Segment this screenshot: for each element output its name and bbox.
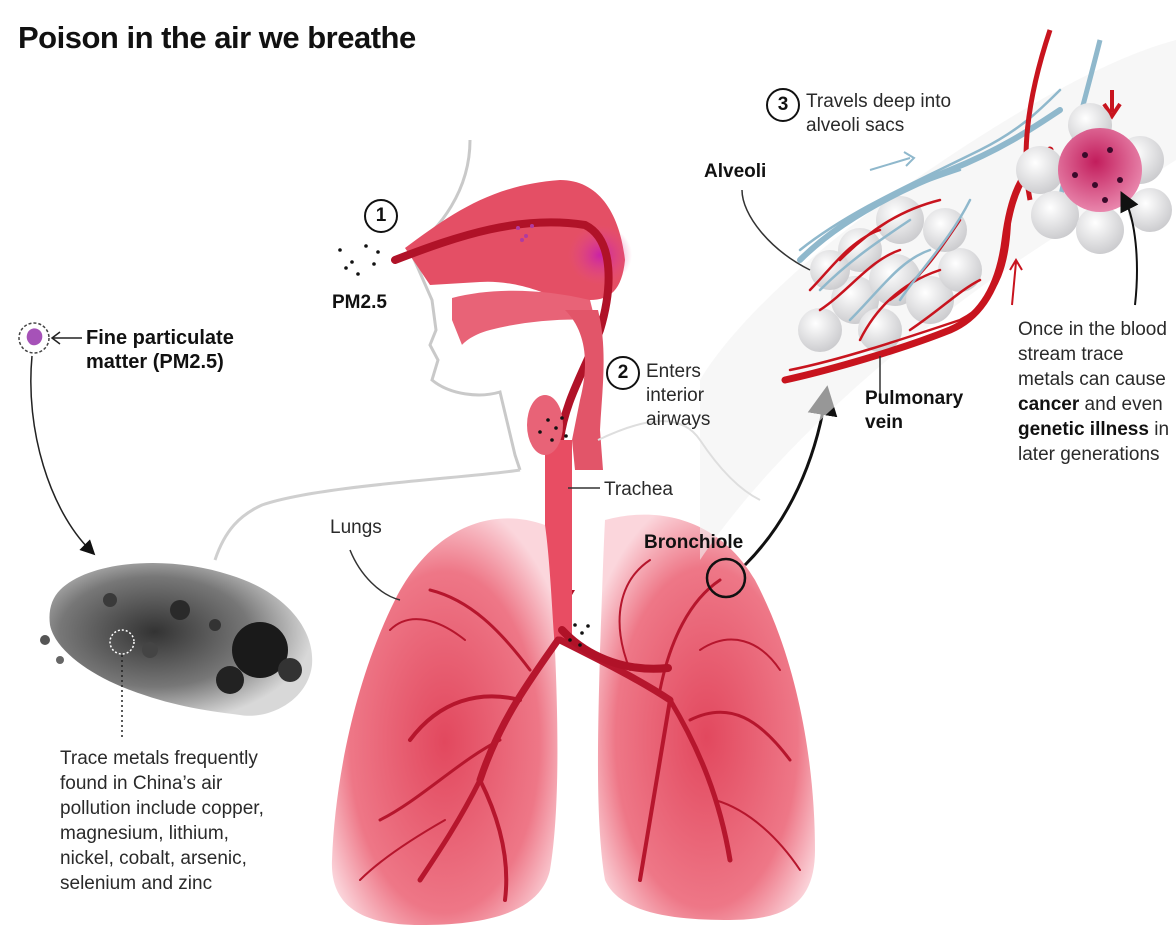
fine-pm-curve — [31, 356, 90, 550]
and-even-text: and even — [1079, 394, 1162, 415]
page-title: Poison in the air we breathe — [18, 20, 416, 56]
blood-line-3: metals can cause — [1018, 367, 1176, 392]
larynx — [527, 395, 563, 455]
pulmonary-vein-line-1: Pulmonary — [865, 387, 963, 411]
trace-metals-line-2: found in China’s air — [60, 771, 264, 796]
trachea-label: Trachea — [604, 478, 673, 502]
fine-pm-icon — [27, 328, 43, 345]
trace-metals-line-1: Trace metals frequently — [60, 746, 264, 771]
genetic-illness-term: genetic illness — [1018, 419, 1149, 440]
left-lung — [332, 518, 558, 925]
blood-line-2: stream trace — [1018, 342, 1176, 367]
lungs-leader — [350, 550, 400, 600]
blood-line-4: cancer and even — [1018, 392, 1176, 417]
pm25-label: PM2.5 — [332, 291, 387, 315]
bronchiole-label: Bronchiole — [644, 531, 743, 555]
flow-arrow-red — [1010, 260, 1022, 305]
trace-metals-text: Trace metals frequently found in China’s… — [60, 746, 264, 896]
fine-pm-label: Fine particulate matter (PM2.5) — [86, 326, 234, 374]
blood-line-5: genetic illness in — [1018, 417, 1176, 442]
fine-pm-line-1: Fine particulate — [86, 326, 234, 350]
step-2-line-1: Enters — [646, 360, 710, 384]
step-3-badge: 3 — [766, 88, 800, 122]
pm-particle-image — [40, 563, 312, 716]
step-3-line-2: alveoli sacs — [806, 114, 951, 138]
fine-pm-pointer — [52, 332, 82, 344]
step-2-text: Enters interior airways — [646, 360, 710, 432]
alveoli-label: Alveoli — [704, 160, 766, 184]
trace-metals-line-4: magnesium, lithium, — [60, 821, 264, 846]
step-2-badge: 2 — [606, 356, 640, 390]
step-2-line-2: interior — [646, 384, 710, 408]
lungs-label: Lungs — [330, 516, 382, 540]
trace-metals-line-6: selenium and zinc — [60, 871, 264, 896]
flow-arrow-blue — [870, 152, 914, 170]
step-3-text: Travels deep into alveoli sacs — [806, 90, 951, 138]
cancer-term: cancer — [1018, 394, 1079, 415]
fine-pm-line-2: matter (PM2.5) — [86, 350, 234, 374]
step-2-line-3: airways — [646, 408, 710, 432]
blood-line-6: later generations — [1018, 442, 1176, 467]
blood-stream-text: Once in the blood stream trace metals ca… — [1018, 317, 1176, 467]
step-1-badge: 1 — [364, 199, 398, 233]
step-3-line-1: Travels deep into — [806, 90, 951, 114]
trace-metals-line-3: pollution include copper, — [60, 796, 264, 821]
pulmonary-vein-line-2: vein — [865, 411, 963, 435]
pulmonary-vein-label: Pulmonary vein — [865, 387, 963, 435]
in-text: in — [1149, 419, 1169, 440]
trace-metals-line-5: nickel, cobalt, arsenic, — [60, 846, 264, 871]
blood-line-1: Once in the blood — [1018, 317, 1176, 342]
